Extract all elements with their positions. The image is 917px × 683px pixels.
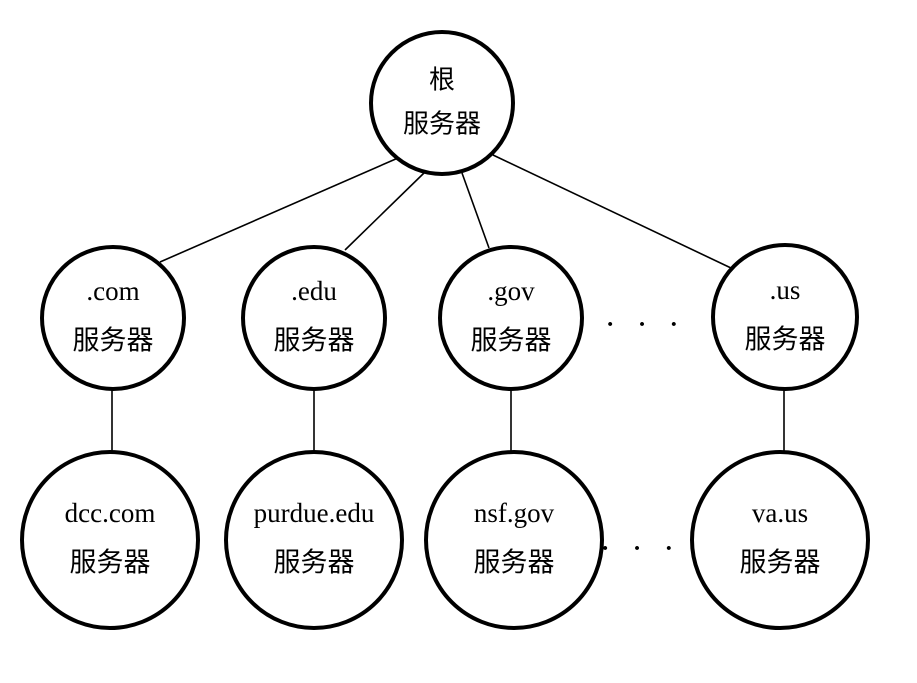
edge-root-gov <box>461 172 490 249</box>
node-us[interactable]: .us 服务器 <box>711 243 859 391</box>
node-label-primary-root: 根 <box>429 66 455 96</box>
node-circle-root <box>369 30 515 176</box>
node-label-primary-va-us: va.us <box>752 498 808 528</box>
node-va-us[interactable]: va.us 服务器 <box>690 450 870 630</box>
node-label-primary-purdue-edu: purdue.edu <box>254 498 375 528</box>
node-label-secondary-edu: 服务器 <box>274 326 355 357</box>
node-dcc-com[interactable]: dcc.com 服务器 <box>20 450 200 630</box>
node-gov[interactable]: .gov 服务器 <box>438 245 584 391</box>
node-label-primary-gov: .gov <box>487 276 535 306</box>
node-purdue-edu[interactable]: purdue.edu 服务器 <box>224 450 404 630</box>
node-circle-nsf-gov <box>424 450 604 630</box>
node-circle-us <box>711 243 859 391</box>
node-label-primary-edu: .edu <box>291 276 337 306</box>
node-circle-va-us <box>690 450 870 630</box>
node-label-secondary-dcc-com: 服务器 <box>70 548 151 579</box>
node-nsf-gov[interactable]: nsf.gov 服务器 <box>424 450 604 630</box>
edge-root-com <box>159 157 399 263</box>
node-label-secondary-us: 服务器 <box>745 325 826 356</box>
node-label-secondary-purdue-edu: 服务器 <box>274 548 355 579</box>
node-label-primary-us: .us <box>770 275 801 305</box>
node-circle-edu <box>241 245 387 391</box>
ellipsis-level-3: · · · <box>600 530 681 567</box>
node-circle-com <box>40 245 186 391</box>
edges-layer <box>111 154 785 453</box>
edge-root-us <box>492 154 732 269</box>
node-circle-dcc-com <box>20 450 200 630</box>
node-label-secondary-com: 服务器 <box>73 326 154 357</box>
node-label-primary-nsf-gov: nsf.gov <box>474 498 555 528</box>
node-circle-purdue-edu <box>224 450 404 630</box>
node-label-secondary-va-us: 服务器 <box>740 548 821 579</box>
node-label-secondary-gov: 服务器 <box>471 326 552 357</box>
ellipsis-layer: · · · · · · <box>600 306 686 567</box>
node-label-primary-dcc-com: dcc.com <box>65 498 156 528</box>
node-label-primary-com: .com <box>86 276 139 306</box>
edge-root-edu <box>344 172 425 251</box>
node-circle-gov <box>438 245 584 391</box>
node-label-secondary-nsf-gov: 服务器 <box>474 548 555 579</box>
ellipsis-level-2: · · · <box>605 306 686 343</box>
node-label-secondary-root: 服务器 <box>403 110 481 140</box>
node-com[interactable]: .com 服务器 <box>40 245 186 391</box>
node-edu[interactable]: .edu 服务器 <box>241 245 387 391</box>
